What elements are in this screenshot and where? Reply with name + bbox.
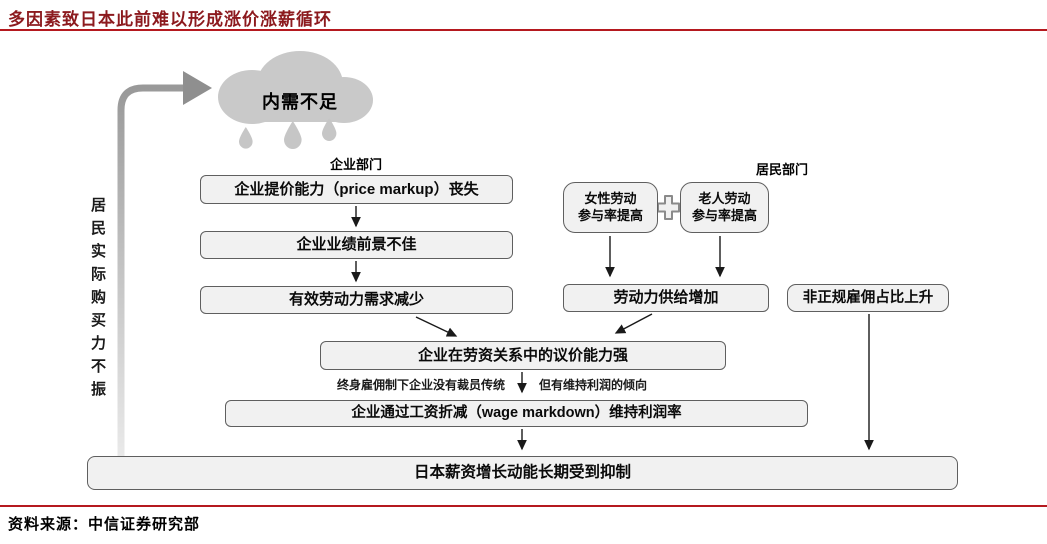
box-wage-markdown: 企业通过工资折减（wage markdown）维持利润率 bbox=[225, 400, 808, 427]
cloud-label: 内需不足 bbox=[262, 92, 338, 112]
box-informal-employment: 非正规雇佣占比上升 bbox=[787, 284, 949, 312]
vertical-label-purchasing-power: 居民实际购买力不振 bbox=[89, 197, 106, 404]
page-title: 多因素致日本此前难以形成涨价涨薪循环 bbox=[8, 10, 332, 29]
section-label-household: 居民部门 bbox=[756, 162, 809, 177]
title-underline bbox=[0, 29, 1047, 31]
section-label-corporate: 企业部门 bbox=[330, 157, 383, 172]
footer-rule bbox=[0, 505, 1047, 507]
box-price-markup: 企业提价能力（price markup）丧失 bbox=[200, 175, 513, 204]
plus-icon bbox=[657, 195, 680, 220]
box-labor-demand: 有效劳动力需求减少 bbox=[200, 286, 513, 314]
raindrop-icon bbox=[239, 127, 253, 149]
box-labor-supply: 劳动力供给增加 bbox=[563, 284, 769, 312]
box-elderly-participation: 老人劳动 参与率提高 bbox=[680, 182, 769, 233]
box-female-participation: 女性劳动 参与率提高 bbox=[563, 182, 658, 233]
raindrop-icon bbox=[284, 121, 302, 150]
arrow-demand-to-bargain bbox=[415, 316, 458, 337]
box-bargaining-power: 企业在劳资关系中的议价能力强 bbox=[320, 341, 726, 370]
arrow-supply-to-bargain bbox=[614, 313, 653, 334]
raindrop-icon bbox=[322, 118, 337, 141]
annotation-keep-profit: 但有维持利润的倾向 bbox=[539, 378, 648, 392]
box-conclusion: 日本薪资增长动能长期受到抑制 bbox=[87, 456, 958, 490]
annotation-no-layoff: 终身雇佣制下企业没有裁员传统 bbox=[337, 378, 506, 392]
box-performance: 企业业绩前景不佳 bbox=[200, 231, 513, 259]
source-note: 资料来源：中信证券研究部 bbox=[8, 516, 201, 533]
feedback-arrow-icon bbox=[117, 71, 212, 456]
